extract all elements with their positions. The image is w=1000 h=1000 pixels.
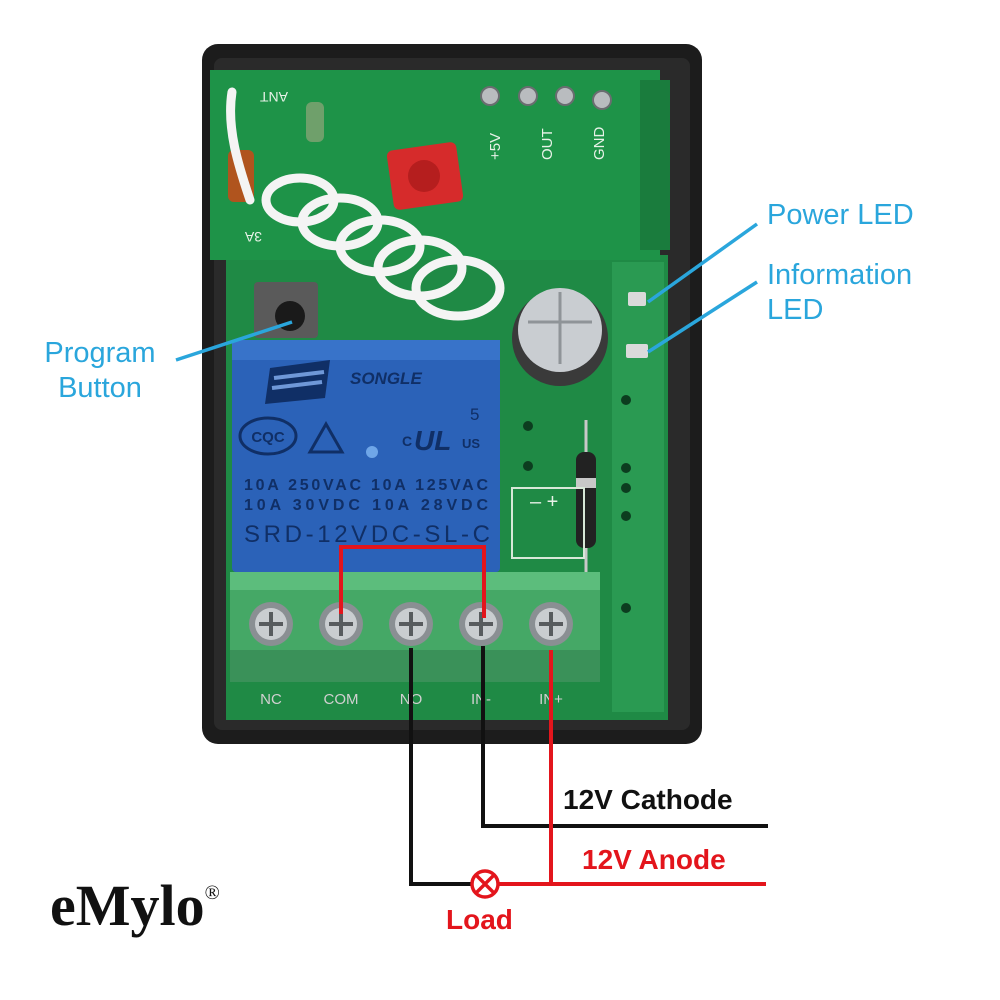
terminal-block-top — [230, 572, 600, 590]
relay-indicator-dot — [366, 446, 378, 458]
antenna-label: ANT — [260, 89, 288, 105]
terminal-block-base — [230, 650, 600, 682]
callout-information-led-line2: LED — [767, 294, 824, 327]
callout-program-button: Program Button — [36, 336, 164, 407]
information-led-icon — [626, 344, 648, 358]
load-wire — [409, 648, 472, 886]
callout-information-led-line1: Information — [767, 259, 913, 291]
callout-power-led: Power LED — [767, 199, 914, 231]
cqc-mark-icon: CQC — [238, 416, 298, 456]
information-led-leader — [647, 280, 758, 354]
pcb-right-strip — [612, 262, 664, 712]
pin-label-gnd: GND — [591, 127, 608, 161]
board-code: 3A — [244, 229, 262, 245]
power-led-icon — [628, 292, 646, 306]
pin-label-5v: +5V — [487, 133, 504, 160]
relay-model: SRD-12VDC-SL-C — [244, 521, 490, 548]
ul-country: US — [462, 436, 480, 451]
power-led-leader — [646, 222, 759, 304]
relay-top-shade — [232, 340, 500, 360]
callout-program-button-line1: Program — [44, 337, 156, 369]
terminal-label-com: COM — [324, 691, 359, 708]
module-pin-headers — [480, 86, 612, 110]
warning-triangle-icon — [307, 420, 345, 454]
brand-name: eMylo — [50, 873, 205, 938]
electrolytic-capacitor-icon — [512, 288, 608, 386]
load-label: Load — [446, 904, 513, 935]
brand-logo: eMylo® — [50, 872, 220, 939]
trimmer-capacitor-icon — [386, 142, 464, 210]
screw-icon — [529, 602, 573, 646]
callout-information-led: Information LED — [767, 258, 912, 329]
songle-logo-icon — [265, 360, 330, 404]
pcb-vias — [523, 395, 631, 613]
ul-mark-icon: UL — [414, 425, 451, 456]
screw-icon — [319, 602, 363, 646]
relay-brand: SONGLE — [350, 369, 422, 388]
rf-module-edge — [640, 80, 670, 250]
terminal-screws — [249, 602, 573, 646]
cathode-wire — [481, 646, 768, 828]
jumper-wire-com-to-in-minus — [339, 545, 486, 618]
bridge-outline — [511, 487, 585, 559]
terminal-label-nc: NC — [260, 691, 282, 708]
anode-label: 12V Anode — [582, 844, 726, 875]
relay-rating-line-2: 10A 30VDC 10A 28VDC — [244, 497, 488, 514]
svg-text:– +: – + — [530, 491, 558, 513]
svg-text:CQC: CQC — [251, 429, 285, 446]
resistor-icon — [306, 102, 324, 142]
ul-prefix: C — [402, 433, 412, 449]
cathode-label: 12V Cathode — [563, 784, 733, 815]
relay-rating-line-1: 10A 250VAC 10A 125VAC — [244, 477, 488, 494]
ul-number: 5 — [470, 405, 479, 424]
screw-icon — [249, 602, 293, 646]
program-button-leader — [175, 320, 293, 362]
registered-mark: ® — [204, 882, 220, 904]
screw-icon — [389, 602, 433, 646]
screw-icon — [459, 602, 503, 646]
callout-program-button-line2: Button — [58, 372, 142, 405]
antenna-coil-icon — [226, 87, 505, 321]
pin-label-out: OUT — [539, 128, 556, 160]
load-lamp-icon — [470, 869, 500, 899]
